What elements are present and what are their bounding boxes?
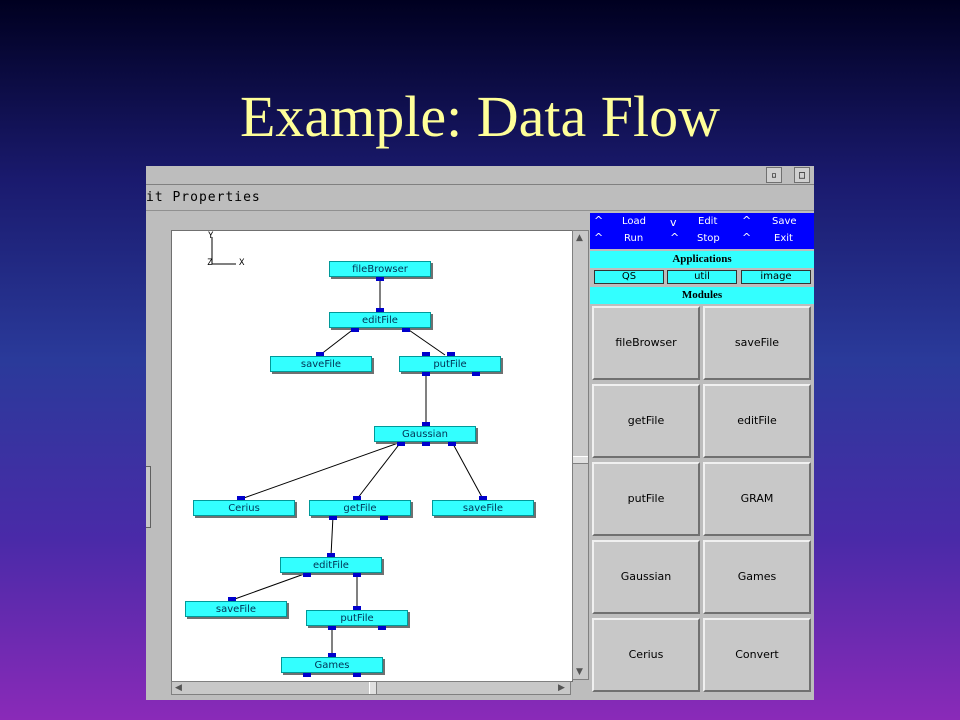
output-port[interactable]: [448, 442, 456, 446]
node-getfile[interactable]: getFile: [309, 500, 411, 516]
chevron-up-icon: ^: [670, 231, 680, 244]
modules-header: Modules: [590, 287, 814, 304]
applications-header: Applications: [590, 251, 814, 268]
node-putfile[interactable]: putFile: [399, 356, 501, 372]
node-editfile[interactable]: editFile: [329, 312, 431, 328]
node-filebrowser[interactable]: fileBrowser: [329, 261, 431, 277]
input-port[interactable]: [327, 553, 335, 557]
chevron-up-icon: ^: [742, 214, 752, 227]
axis-z-label: Z: [207, 258, 213, 268]
node-savefile[interactable]: saveFile: [270, 356, 372, 372]
control-panel: ^ Load v Edit ^ Save ^ Run ^ Stop ^ Exit…: [590, 213, 814, 700]
input-port[interactable]: [376, 308, 384, 312]
output-port[interactable]: [353, 573, 361, 577]
module-button-convert[interactable]: Convert: [703, 618, 811, 692]
menu-bar-text[interactable]: it Properties: [146, 190, 261, 205]
output-port[interactable]: [303, 673, 311, 677]
module-button-savefile[interactable]: saveFile: [703, 306, 811, 380]
scroll-up-arrow-icon[interactable]: ▲: [576, 233, 583, 243]
load-button[interactable]: Load: [622, 216, 646, 227]
app-button-image[interactable]: image: [741, 270, 811, 284]
input-port[interactable]: [353, 606, 361, 610]
chevron-up-icon: ^: [594, 231, 604, 244]
module-button-games[interactable]: Games: [703, 540, 811, 614]
horizontal-scroll-thumb[interactable]: [369, 682, 377, 694]
edit-button[interactable]: Edit: [698, 216, 718, 227]
vertical-scroll-thumb[interactable]: [573, 456, 588, 464]
input-port[interactable]: [422, 422, 430, 426]
output-port[interactable]: [402, 328, 410, 332]
vertical-scrollbar[interactable]: ▲ ▼: [572, 230, 589, 680]
module-button-filebrowser[interactable]: fileBrowser: [592, 306, 700, 380]
node-savefile[interactable]: saveFile: [432, 500, 534, 516]
connection-line: [319, 327, 356, 356]
node-editfile[interactable]: editFile: [280, 557, 382, 573]
axis-x-label: X: [239, 258, 245, 268]
node-putfile[interactable]: putFile: [306, 610, 408, 626]
scroll-down-arrow-icon[interactable]: ▼: [576, 667, 583, 677]
module-button-gaussian[interactable]: Gaussian: [592, 540, 700, 614]
output-port[interactable]: [303, 573, 311, 577]
output-port[interactable]: [472, 372, 480, 376]
application-window: ▫ □ it Properties Y X: [146, 166, 814, 700]
chevron-up-icon: ^: [594, 214, 604, 227]
output-port[interactable]: [378, 626, 386, 630]
output-port[interactable]: [397, 442, 405, 446]
connection-line: [240, 441, 402, 500]
node-cerius[interactable]: Cerius: [193, 500, 295, 516]
connection-line: [451, 441, 484, 500]
output-port[interactable]: [422, 372, 430, 376]
connection-line: [231, 572, 308, 601]
input-port[interactable]: [447, 352, 455, 356]
app-button-util[interactable]: util: [667, 270, 737, 284]
output-port[interactable]: [329, 516, 337, 520]
output-port[interactable]: [353, 673, 361, 677]
input-port[interactable]: [316, 352, 324, 356]
output-port[interactable]: [422, 442, 430, 446]
menu-bar: it Properties: [146, 186, 814, 211]
input-port[interactable]: [353, 496, 361, 500]
input-port[interactable]: [237, 496, 245, 500]
app-button-qs[interactable]: QS: [594, 270, 664, 284]
module-button-putfile[interactable]: putFile: [592, 462, 700, 536]
output-port[interactable]: [351, 328, 359, 332]
chevron-up-icon: ^: [742, 231, 752, 244]
input-port[interactable]: [479, 496, 487, 500]
left-panel-edge: [146, 466, 151, 528]
module-button-gram[interactable]: GRAM: [703, 462, 811, 536]
stop-button[interactable]: Stop: [697, 233, 720, 244]
save-button[interactable]: Save: [772, 216, 797, 227]
window-titlebar: ▫ □: [146, 166, 814, 185]
run-button[interactable]: Run: [624, 233, 644, 244]
maximize-button[interactable]: □: [794, 167, 810, 183]
output-port[interactable]: [380, 516, 388, 520]
axis-y-label: Y: [208, 231, 214, 241]
module-button-getfile[interactable]: getFile: [592, 384, 700, 458]
output-port[interactable]: [328, 626, 336, 630]
slide-title: Example: Data Flow: [239, 84, 720, 149]
horizontal-scrollbar[interactable]: ◀ ▶: [171, 681, 571, 695]
node-games[interactable]: Games: [281, 657, 383, 673]
input-port[interactable]: [228, 597, 236, 601]
connection-lines: [211, 237, 484, 656]
output-port[interactable]: [376, 277, 384, 281]
minimize-button[interactable]: ▫: [766, 167, 782, 183]
connection-line: [405, 327, 446, 356]
module-button-editfile[interactable]: editFile: [703, 384, 811, 458]
control-bar: ^ Load v Edit ^ Save ^ Run ^ Stop ^ Exit: [590, 213, 814, 249]
input-port[interactable]: [422, 352, 430, 356]
connection-line: [356, 441, 402, 500]
exit-button[interactable]: Exit: [774, 233, 793, 244]
node-gaussian[interactable]: Gaussian: [374, 426, 476, 442]
node-savefile[interactable]: saveFile: [185, 601, 287, 617]
chevron-down-icon: v: [670, 216, 677, 229]
module-button-cerius[interactable]: Cerius: [592, 618, 700, 692]
dataflow-canvas[interactable]: Y X Z fileBrowser editFile saveFile putF…: [171, 230, 573, 682]
scroll-right-arrow-icon[interactable]: ▶: [558, 683, 565, 693]
scroll-left-arrow-icon[interactable]: ◀: [175, 683, 182, 693]
input-port[interactable]: [328, 653, 336, 657]
connection-line: [330, 515, 334, 557]
